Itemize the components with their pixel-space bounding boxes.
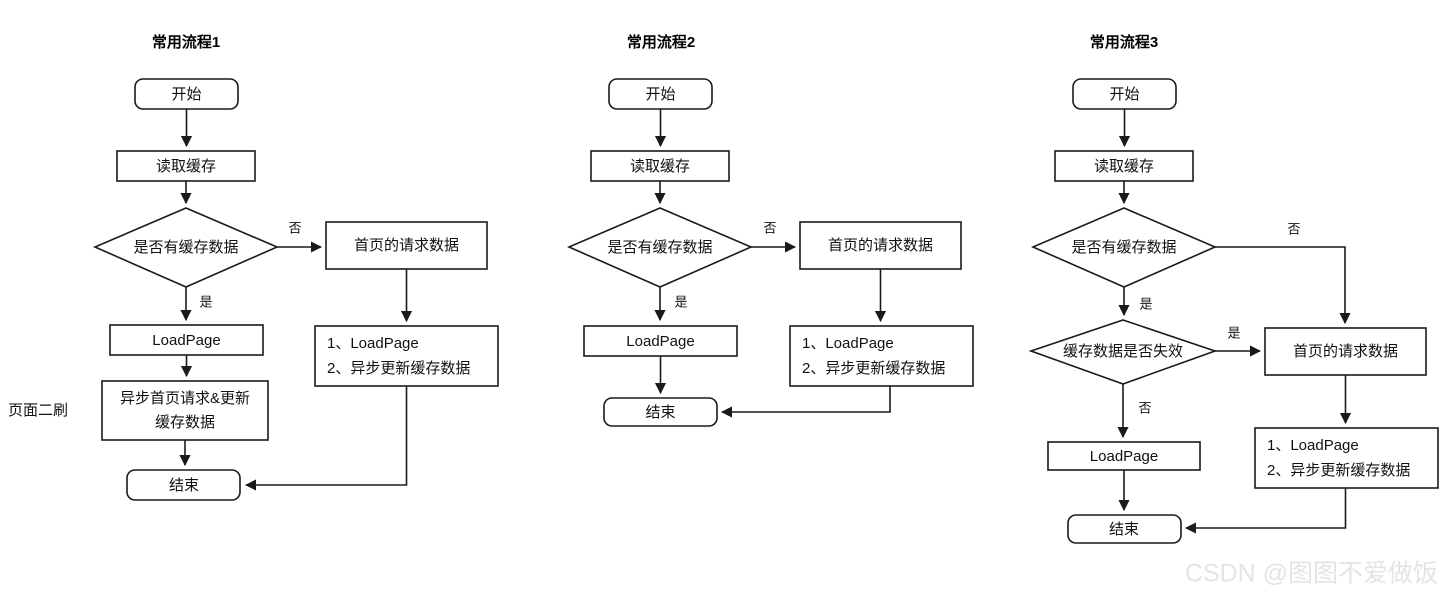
flow3-edge-no-has-cache bbox=[1215, 246, 1351, 325]
flow1-async-home-line1: 异步首页请求&更新 bbox=[120, 390, 250, 407]
flow2-request-home-node[interactable] bbox=[799, 221, 962, 270]
flow3-edge-label-yes-has-cache: 是 bbox=[1139, 296, 1152, 311]
flow2-request-home-label: 首页的请求数据 bbox=[828, 237, 933, 254]
flow2-end-label: 结束 bbox=[645, 404, 675, 421]
flow2-edge-label-no: 否 bbox=[763, 220, 776, 235]
flow2-end-node[interactable] bbox=[603, 397, 718, 427]
flow1-async-update-line1: 1、LoadPage bbox=[327, 335, 419, 352]
flow2-load-page-label: LoadPage bbox=[626, 333, 694, 350]
flow3-read-cache-node[interactable] bbox=[1054, 150, 1194, 182]
flow3-async-update-line1: 1、LoadPage bbox=[1267, 437, 1359, 454]
flow3-edge-async-to-end bbox=[1184, 488, 1347, 534]
flow3-end-label: 结束 bbox=[1109, 521, 1139, 538]
flow3-decision-has-cache-label: 是否有缓存数据 bbox=[1071, 239, 1176, 256]
flow3-start-label: 开始 bbox=[1109, 86, 1139, 103]
flow1-read-cache-node[interactable] bbox=[116, 150, 256, 182]
flow1-load-page-node[interactable] bbox=[109, 324, 264, 356]
flow2-edge-label-yes: 是 bbox=[674, 294, 687, 309]
flow1-edge-async-to-end bbox=[244, 386, 408, 491]
flow3-async-update-line2: 2、异步更新缓存数据 bbox=[1267, 462, 1410, 479]
flow2-read-cache-label: 读取缓存 bbox=[630, 158, 690, 175]
flow3-end-node[interactable] bbox=[1067, 514, 1182, 544]
flow1-async-update-line2: 2、异步更新缓存数据 bbox=[327, 360, 470, 377]
flow1-decision-has-cache-label: 是否有缓存数据 bbox=[133, 239, 238, 256]
flow3-request-home-label: 首页的请求数据 bbox=[1293, 343, 1398, 360]
flowchart-3-title: 常用流程3 bbox=[1090, 33, 1158, 51]
flow1-edge-label-no: 否 bbox=[288, 220, 301, 235]
flowchart-1-title: 常用流程1 bbox=[152, 33, 220, 51]
flow3-edge-label-yes-expired: 是 bbox=[1227, 325, 1240, 340]
flowchart-1: 常用流程1 开始 读取缓存 是否有缓存数据 否 是 首页的请求数据 1、Load… bbox=[8, 33, 499, 501]
flow2-load-page-node[interactable] bbox=[583, 325, 738, 357]
flow2-async-update-line2: 2、异步更新缓存数据 bbox=[802, 360, 945, 377]
flow1-start-label: 开始 bbox=[171, 86, 201, 103]
flow3-request-home-node[interactable] bbox=[1264, 327, 1427, 376]
flow1-request-home-label: 首页的请求数据 bbox=[354, 237, 459, 254]
flow1-edge-label-yes: 是 bbox=[199, 294, 212, 309]
flow2-start-label: 开始 bbox=[645, 86, 675, 103]
flow3-decision-cache-expired-label: 缓存数据是否失效 bbox=[1063, 343, 1183, 360]
flow3-load-page-label: LoadPage bbox=[1090, 448, 1158, 465]
flow1-end-label: 结束 bbox=[169, 477, 199, 494]
flowchart-2: 常用流程2 开始 读取缓存 是否有缓存数据 否 是 首页的请求数据 1、Load… bbox=[566, 33, 974, 427]
flow2-edge-async-to-end bbox=[720, 386, 891, 418]
flow2-decision-has-cache-label: 是否有缓存数据 bbox=[607, 239, 712, 256]
side-note-label: 页面二刷 bbox=[8, 402, 68, 419]
flow1-async-home-node[interactable] bbox=[101, 380, 269, 441]
flow3-read-cache-label: 读取缓存 bbox=[1094, 158, 1154, 175]
flow3-edge-label-no-has-cache: 否 bbox=[1287, 221, 1300, 236]
flow1-async-home-line2: 缓存数据 bbox=[155, 414, 215, 431]
flow2-async-update-node[interactable] bbox=[789, 325, 974, 387]
flow3-async-update-node[interactable] bbox=[1254, 427, 1439, 489]
flow1-end-node[interactable] bbox=[126, 469, 241, 501]
flowchart-2-title: 常用流程2 bbox=[627, 33, 695, 51]
flow2-async-update-line1: 1、LoadPage bbox=[802, 335, 894, 352]
flowchart-3: 常用流程3 开始 读取缓存 是否有缓存数据 否 是 缓存数据是否失效 是 否 首… bbox=[1028, 33, 1439, 544]
csdn-watermark: CSDN @图图不爱做饭 bbox=[1185, 560, 1438, 588]
flow1-load-page-label: LoadPage bbox=[152, 332, 220, 349]
flow1-read-cache-label: 读取缓存 bbox=[156, 158, 216, 175]
flow3-edge-label-no-expired: 否 bbox=[1138, 400, 1151, 415]
